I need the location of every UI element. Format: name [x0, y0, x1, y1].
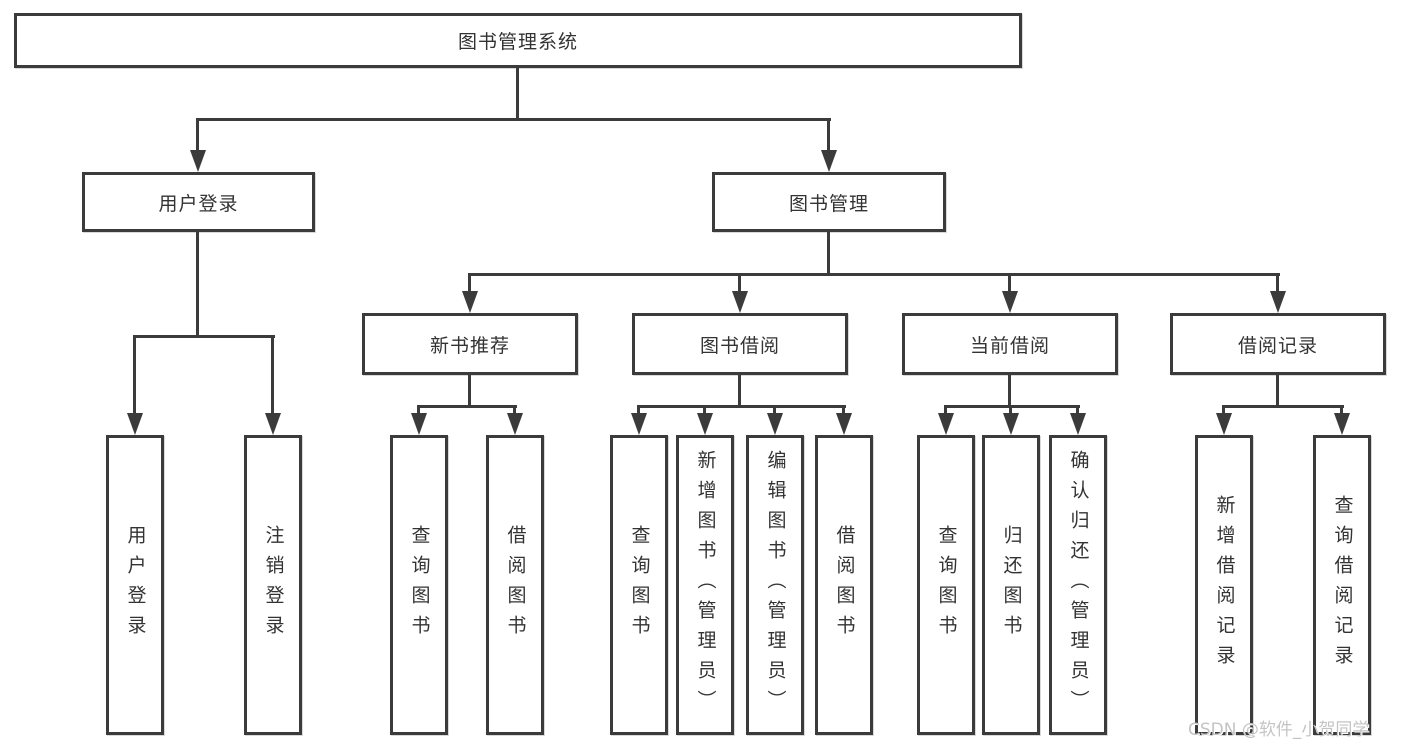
arrowhead-down-icon — [127, 413, 143, 435]
leaf-logout: 注销登录 — [244, 435, 302, 735]
connector-line — [271, 335, 274, 417]
node-book-management: 图书管理 — [712, 172, 946, 232]
connector-line — [944, 405, 1080, 408]
node-book-borrow-label: 图书借阅 — [699, 334, 780, 357]
node-borrow-records-label: 借阅记录 — [1237, 334, 1318, 357]
connector-line — [1276, 273, 1279, 297]
arrowhead-down-icon — [265, 413, 281, 435]
leaf-borrow-add-books-admin-label: 新增图书（管理员） — [694, 450, 717, 720]
node-new-book-recommend-label: 新书推荐 — [429, 334, 510, 357]
connector-line — [1008, 273, 1011, 297]
leaf-borrow-edit-books-admin-label: 编辑图书（管理员） — [764, 450, 787, 720]
connector-line — [637, 405, 846, 408]
leaf-borrow-borrow-books: 借阅图书 — [815, 435, 873, 735]
connector-line — [842, 405, 845, 417]
connector-line — [1009, 405, 1012, 417]
leaf-current-confirm-return-admin-label: 确认归还（管理员） — [1067, 450, 1090, 720]
connector-line — [196, 232, 199, 335]
arrowhead-down-icon — [732, 291, 748, 313]
leaf-recommend-query-books-label: 查询图书 — [408, 525, 431, 645]
leaf-borrow-edit-books-admin: 编辑图书（管理员） — [746, 435, 804, 735]
arrowhead-down-icon — [507, 413, 523, 435]
arrowhead-down-icon — [1002, 291, 1018, 313]
node-borrow-records: 借阅记录 — [1170, 313, 1386, 375]
connector-line — [468, 273, 1280, 276]
connector-line — [196, 118, 199, 156]
node-book-management-label: 图书管理 — [788, 192, 869, 215]
leaf-user-login-label: 用户登录 — [124, 525, 147, 645]
leaf-user-login: 用户登录 — [106, 435, 164, 735]
arrowhead-down-icon — [821, 150, 837, 172]
connector-line — [637, 405, 640, 417]
connector-line — [1076, 405, 1079, 417]
connector-line — [468, 375, 471, 405]
leaf-logout-label: 注销登录 — [262, 525, 285, 645]
leaf-borrow-borrow-books-label: 借阅图书 — [833, 525, 856, 645]
leaf-current-confirm-return-admin: 确认归还（管理员） — [1049, 435, 1107, 735]
node-user-login-label: 用户登录 — [158, 192, 239, 215]
connector-line — [516, 68, 519, 118]
leaf-records-query-record-label: 查询借阅记录 — [1331, 495, 1354, 675]
node-root: 图书管理系统 — [14, 13, 1022, 68]
leaf-borrow-query-books: 查询图书 — [610, 435, 668, 735]
node-root-label: 图书管理系统 — [457, 31, 578, 53]
leaf-records-add-record-label: 新增借阅记录 — [1213, 495, 1236, 675]
leaf-recommend-borrow-books: 借阅图书 — [486, 435, 544, 735]
arrowhead-down-icon — [697, 413, 713, 435]
connector-line — [827, 232, 830, 273]
arrowhead-down-icon — [190, 150, 206, 172]
leaf-borrow-query-books-label: 查询图书 — [628, 525, 651, 645]
connector-line — [944, 405, 947, 417]
node-current-borrow: 当前借阅 — [902, 313, 1118, 375]
arrowhead-down-icon — [1070, 413, 1086, 435]
arrowhead-down-icon — [767, 413, 783, 435]
connector-line — [1008, 375, 1011, 405]
connector-line — [133, 335, 136, 417]
connector-line — [738, 375, 741, 405]
arrowhead-down-icon — [1334, 413, 1350, 435]
leaf-records-query-record: 查询借阅记录 — [1313, 435, 1371, 735]
leaf-current-return-books: 归还图书 — [982, 435, 1040, 735]
arrowhead-down-icon — [462, 291, 478, 313]
arrowhead-down-icon — [631, 413, 647, 435]
leaf-recommend-borrow-books-label: 借阅图书 — [504, 525, 527, 645]
connector-line — [1276, 375, 1279, 405]
leaf-records-add-record: 新增借阅记录 — [1195, 435, 1253, 735]
arrowhead-down-icon — [938, 413, 954, 435]
node-user-login: 用户登录 — [82, 172, 315, 232]
connector-line — [738, 273, 741, 297]
node-current-borrow-label: 当前借阅 — [969, 334, 1050, 357]
leaf-current-query-books: 查询图书 — [917, 435, 975, 735]
connector-line — [1222, 405, 1225, 417]
connector-line — [133, 335, 275, 338]
watermark: CSDN @软件_小贺同学 — [1188, 720, 1370, 740]
node-new-book-recommend: 新书推荐 — [362, 313, 578, 375]
arrowhead-down-icon — [411, 413, 427, 435]
leaf-recommend-query-books: 查询图书 — [390, 435, 448, 735]
arrowhead-down-icon — [836, 413, 852, 435]
arrowhead-down-icon — [1270, 291, 1286, 313]
leaf-current-return-books-label: 归还图书 — [1000, 525, 1023, 645]
connector-line — [513, 405, 516, 417]
connector-line — [468, 273, 471, 297]
connector-line — [1340, 405, 1343, 417]
connector-line — [703, 405, 706, 417]
arrowhead-down-icon — [1003, 413, 1019, 435]
leaf-borrow-add-books-admin: 新增图书（管理员） — [676, 435, 734, 735]
connector-line — [1222, 405, 1344, 408]
connector-line — [417, 405, 420, 417]
leaf-current-query-books-label: 查询图书 — [935, 525, 958, 645]
connector-line — [827, 118, 830, 156]
connector-line — [197, 118, 831, 121]
arrowhead-down-icon — [1216, 413, 1232, 435]
connector-line — [773, 405, 776, 417]
node-book-borrow: 图书借阅 — [632, 313, 848, 375]
connector-line — [417, 405, 517, 408]
